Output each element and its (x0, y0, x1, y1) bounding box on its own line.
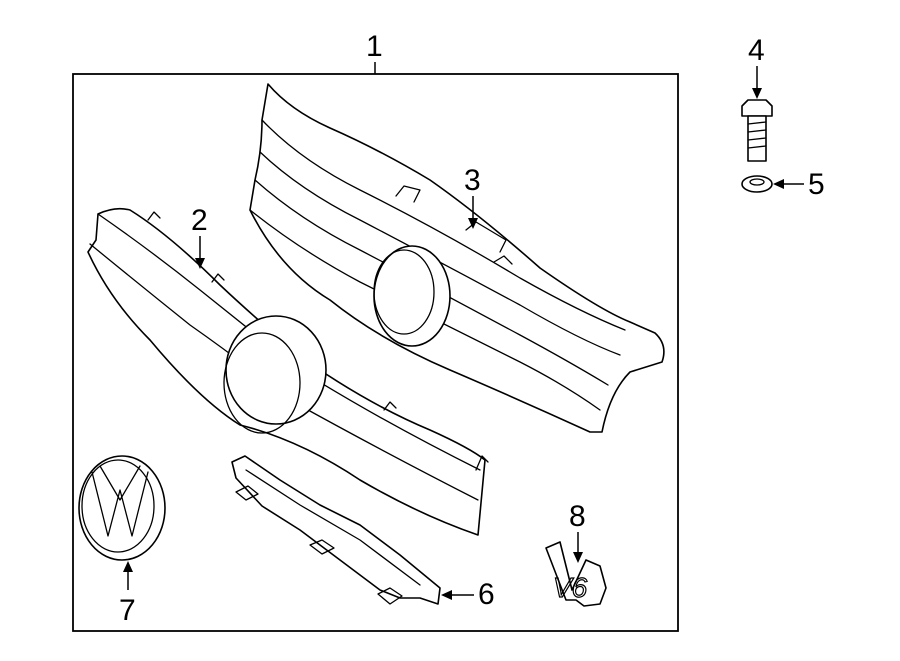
washer-part-5 (741, 175, 804, 193)
callout-6: 6 (478, 578, 495, 611)
callout-7: 7 (119, 594, 136, 627)
arrow-4 (752, 88, 762, 99)
lower-grille-part-2 (87, 207, 489, 536)
emblem-part-7 (78, 455, 166, 590)
arrow-8 (573, 552, 583, 563)
arrow-7 (123, 561, 133, 572)
callout-1: 1 (366, 30, 383, 63)
callout-3: 3 (464, 164, 481, 197)
callout-4: 4 (748, 34, 765, 67)
callout-8: 8 (569, 500, 586, 533)
arrow-5 (773, 179, 784, 189)
callout-2: 2 (191, 204, 208, 237)
callout-5: 5 (808, 168, 825, 201)
arrow-2 (195, 258, 205, 269)
upper-grille-part-3 (249, 83, 665, 433)
molding-strip-part-6 (231, 455, 474, 605)
arrow-6 (441, 590, 452, 600)
v6-badge-part-8: V6 (545, 532, 607, 607)
arrow-3 (468, 218, 478, 229)
v6-badge-text: V6 (553, 572, 588, 603)
bolt-part-4 (741, 66, 773, 162)
